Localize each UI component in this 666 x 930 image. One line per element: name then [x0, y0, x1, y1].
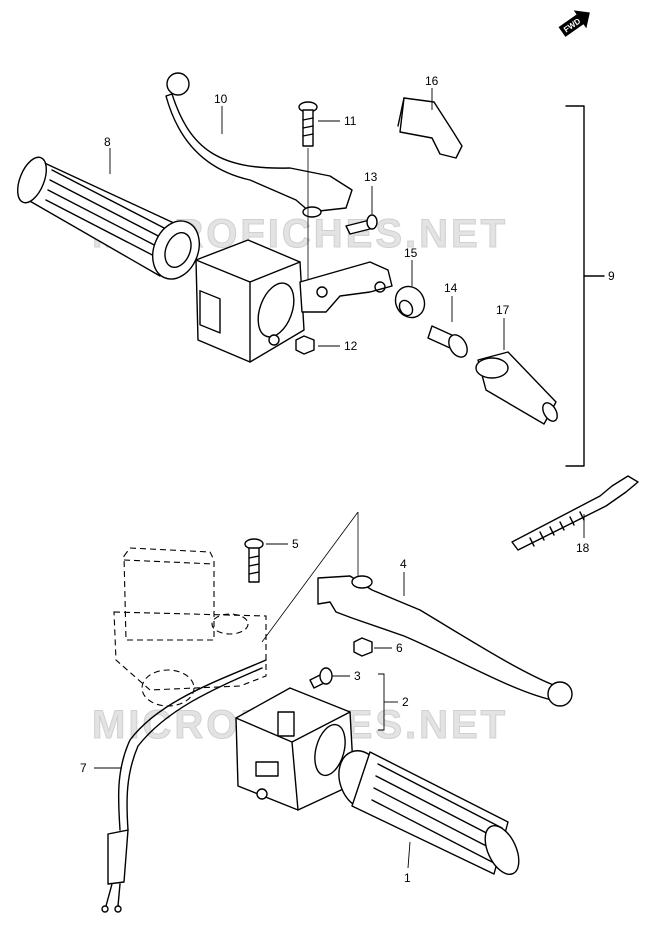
right-grip — [338, 750, 520, 875]
callout-4: 4 — [400, 557, 407, 571]
phantom-master-cylinder — [113, 547, 267, 707]
cable-boot-17 — [475, 351, 558, 425]
nut-6 — [353, 637, 373, 657]
boot-cover-16 — [397, 97, 463, 159]
callout-5: 5 — [292, 537, 299, 551]
cable-adjuster-14 — [427, 325, 468, 358]
callout-2: 2 — [402, 695, 409, 709]
callout-17: 17 — [496, 303, 510, 317]
pivot-bolt-11 — [298, 101, 318, 300]
callout-15: 15 — [404, 246, 418, 260]
left-grip — [16, 156, 200, 280]
lever-perch — [299, 261, 393, 313]
assembly-leader-lines — [261, 511, 359, 643]
callout-12: 12 — [344, 339, 358, 353]
adjuster-nut-15 — [394, 285, 426, 319]
callout-10: 10 — [214, 92, 228, 106]
callout-18: 18 — [576, 541, 590, 555]
group-bracket-9 — [565, 105, 605, 467]
bolt-13 — [345, 214, 378, 235]
wire-harness — [101, 659, 267, 913]
callout-13: 13 — [364, 170, 378, 184]
screw-3 — [309, 667, 333, 689]
callout-1: 1 — [404, 871, 411, 885]
callout-8: 8 — [104, 135, 111, 149]
callouts: 1 2 3 4 5 6 7 8 9 10 11 12 13 14 15 16 1 — [80, 74, 615, 885]
screw-5 — [244, 538, 264, 583]
left-switch-housing — [195, 239, 305, 363]
brake-lever — [317, 575, 573, 707]
callout-14: 14 — [444, 281, 458, 295]
callout-9: 9 — [608, 269, 615, 283]
callout-16: 16 — [425, 74, 439, 88]
callout-7: 7 — [80, 761, 87, 775]
callout-3: 3 — [354, 669, 361, 683]
nut-12 — [295, 335, 315, 355]
clutch-lever — [165, 72, 353, 218]
right-switch-housing — [235, 687, 355, 811]
cable-tie-18 — [511, 475, 639, 551]
fwd-arrow-icon: FWD — [558, 10, 590, 37]
callout-11: 11 — [344, 114, 357, 128]
callout-6: 6 — [396, 641, 403, 655]
